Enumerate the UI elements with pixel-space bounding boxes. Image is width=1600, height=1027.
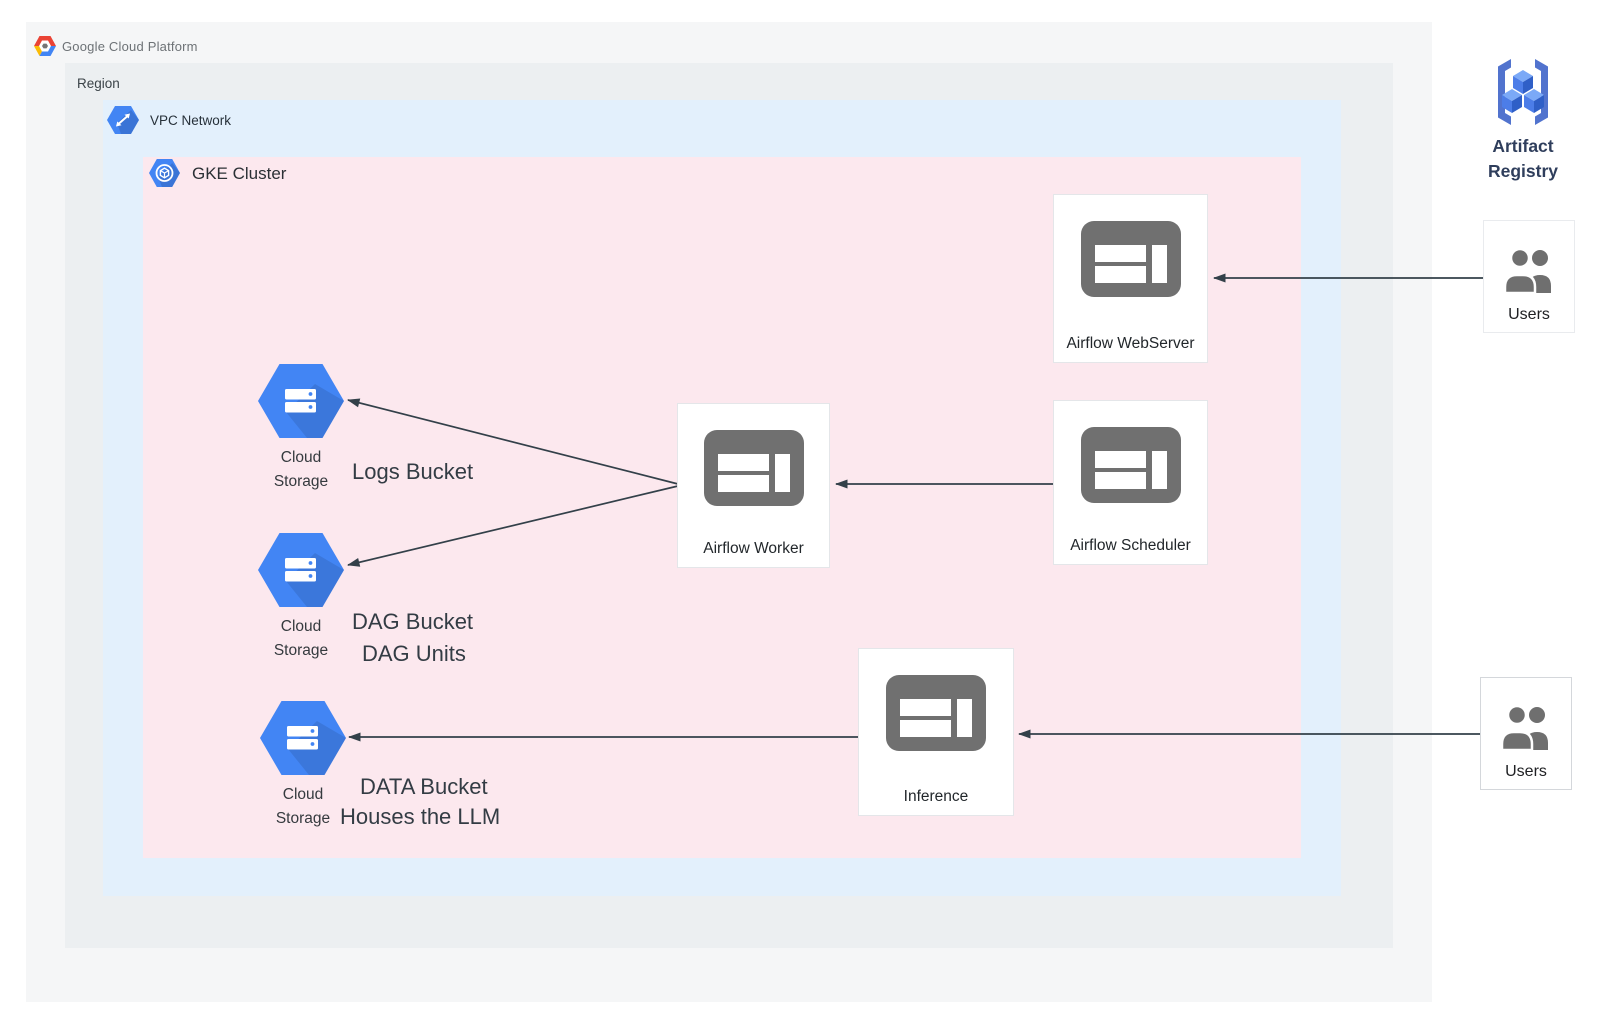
bucket-title-dag: DAG Bucket: [352, 609, 474, 634]
gke-cluster-icon: [149, 159, 180, 187]
node-users-bottom: Users: [1480, 677, 1572, 790]
cloud-storage-caption: Cloud Storage: [273, 449, 329, 490]
brand-label: Google Cloud Platform: [62, 38, 198, 54]
cloud-storage-caption: Cloud Storage: [273, 618, 329, 659]
workload-icon: [1080, 221, 1181, 297]
bucket-title-data: DATA Bucket: [360, 774, 488, 799]
users-label: Users: [1508, 306, 1550, 323]
cloud-storage-icon: [258, 533, 344, 607]
node-users-top: Users: [1483, 220, 1575, 333]
node-label: Inference: [903, 788, 969, 805]
node-airflow-worker: Airflow Worker: [677, 403, 830, 568]
workload-icon: [886, 675, 986, 751]
cloud-storage-caption: Cloud Storage: [275, 786, 331, 827]
users-icon: [1503, 247, 1551, 295]
node-inference: Inference: [858, 648, 1014, 816]
node-label: Airflow WebServer: [1066, 335, 1195, 352]
brand: Google Cloud Platform: [34, 36, 198, 56]
node-airflow-scheduler: Airflow Scheduler: [1053, 400, 1208, 565]
bucket-title-logs: Logs Bucket: [352, 459, 474, 484]
users-label: Users: [1505, 763, 1547, 780]
cloud-storage-icon: [258, 364, 344, 438]
region-label: Region: [77, 76, 120, 91]
artifact-registry-label: Artifact Registry: [1487, 136, 1559, 181]
gke-cluster-label: GKE Cluster: [192, 164, 287, 183]
node-label: Airflow Scheduler: [1070, 537, 1191, 554]
bucket-subtitle-dag: DAG Units: [362, 641, 466, 666]
node-cloud-storage-data: Cloud Storage: [260, 701, 346, 831]
cloud-storage-icon: [260, 701, 346, 775]
bucket-subtitle-data: Houses the LLM: [340, 804, 501, 829]
node-cloud-storage-logs: Cloud Storage: [258, 364, 344, 494]
vpc-network-icon: [107, 106, 139, 134]
artifact-registry-icon: [1498, 59, 1548, 125]
workload-icon: [703, 430, 804, 506]
vpc-network-label: VPC Network: [150, 113, 232, 128]
node-airflow-webserver: Airflow WebServer: [1053, 194, 1208, 363]
node-label: Airflow Worker: [703, 540, 804, 557]
node-cloud-storage-dag: Cloud Storage: [258, 533, 344, 663]
google-cloud-platform-logo-icon: [34, 36, 56, 56]
users-icon: [1500, 704, 1548, 752]
workload-icon: [1080, 427, 1181, 503]
